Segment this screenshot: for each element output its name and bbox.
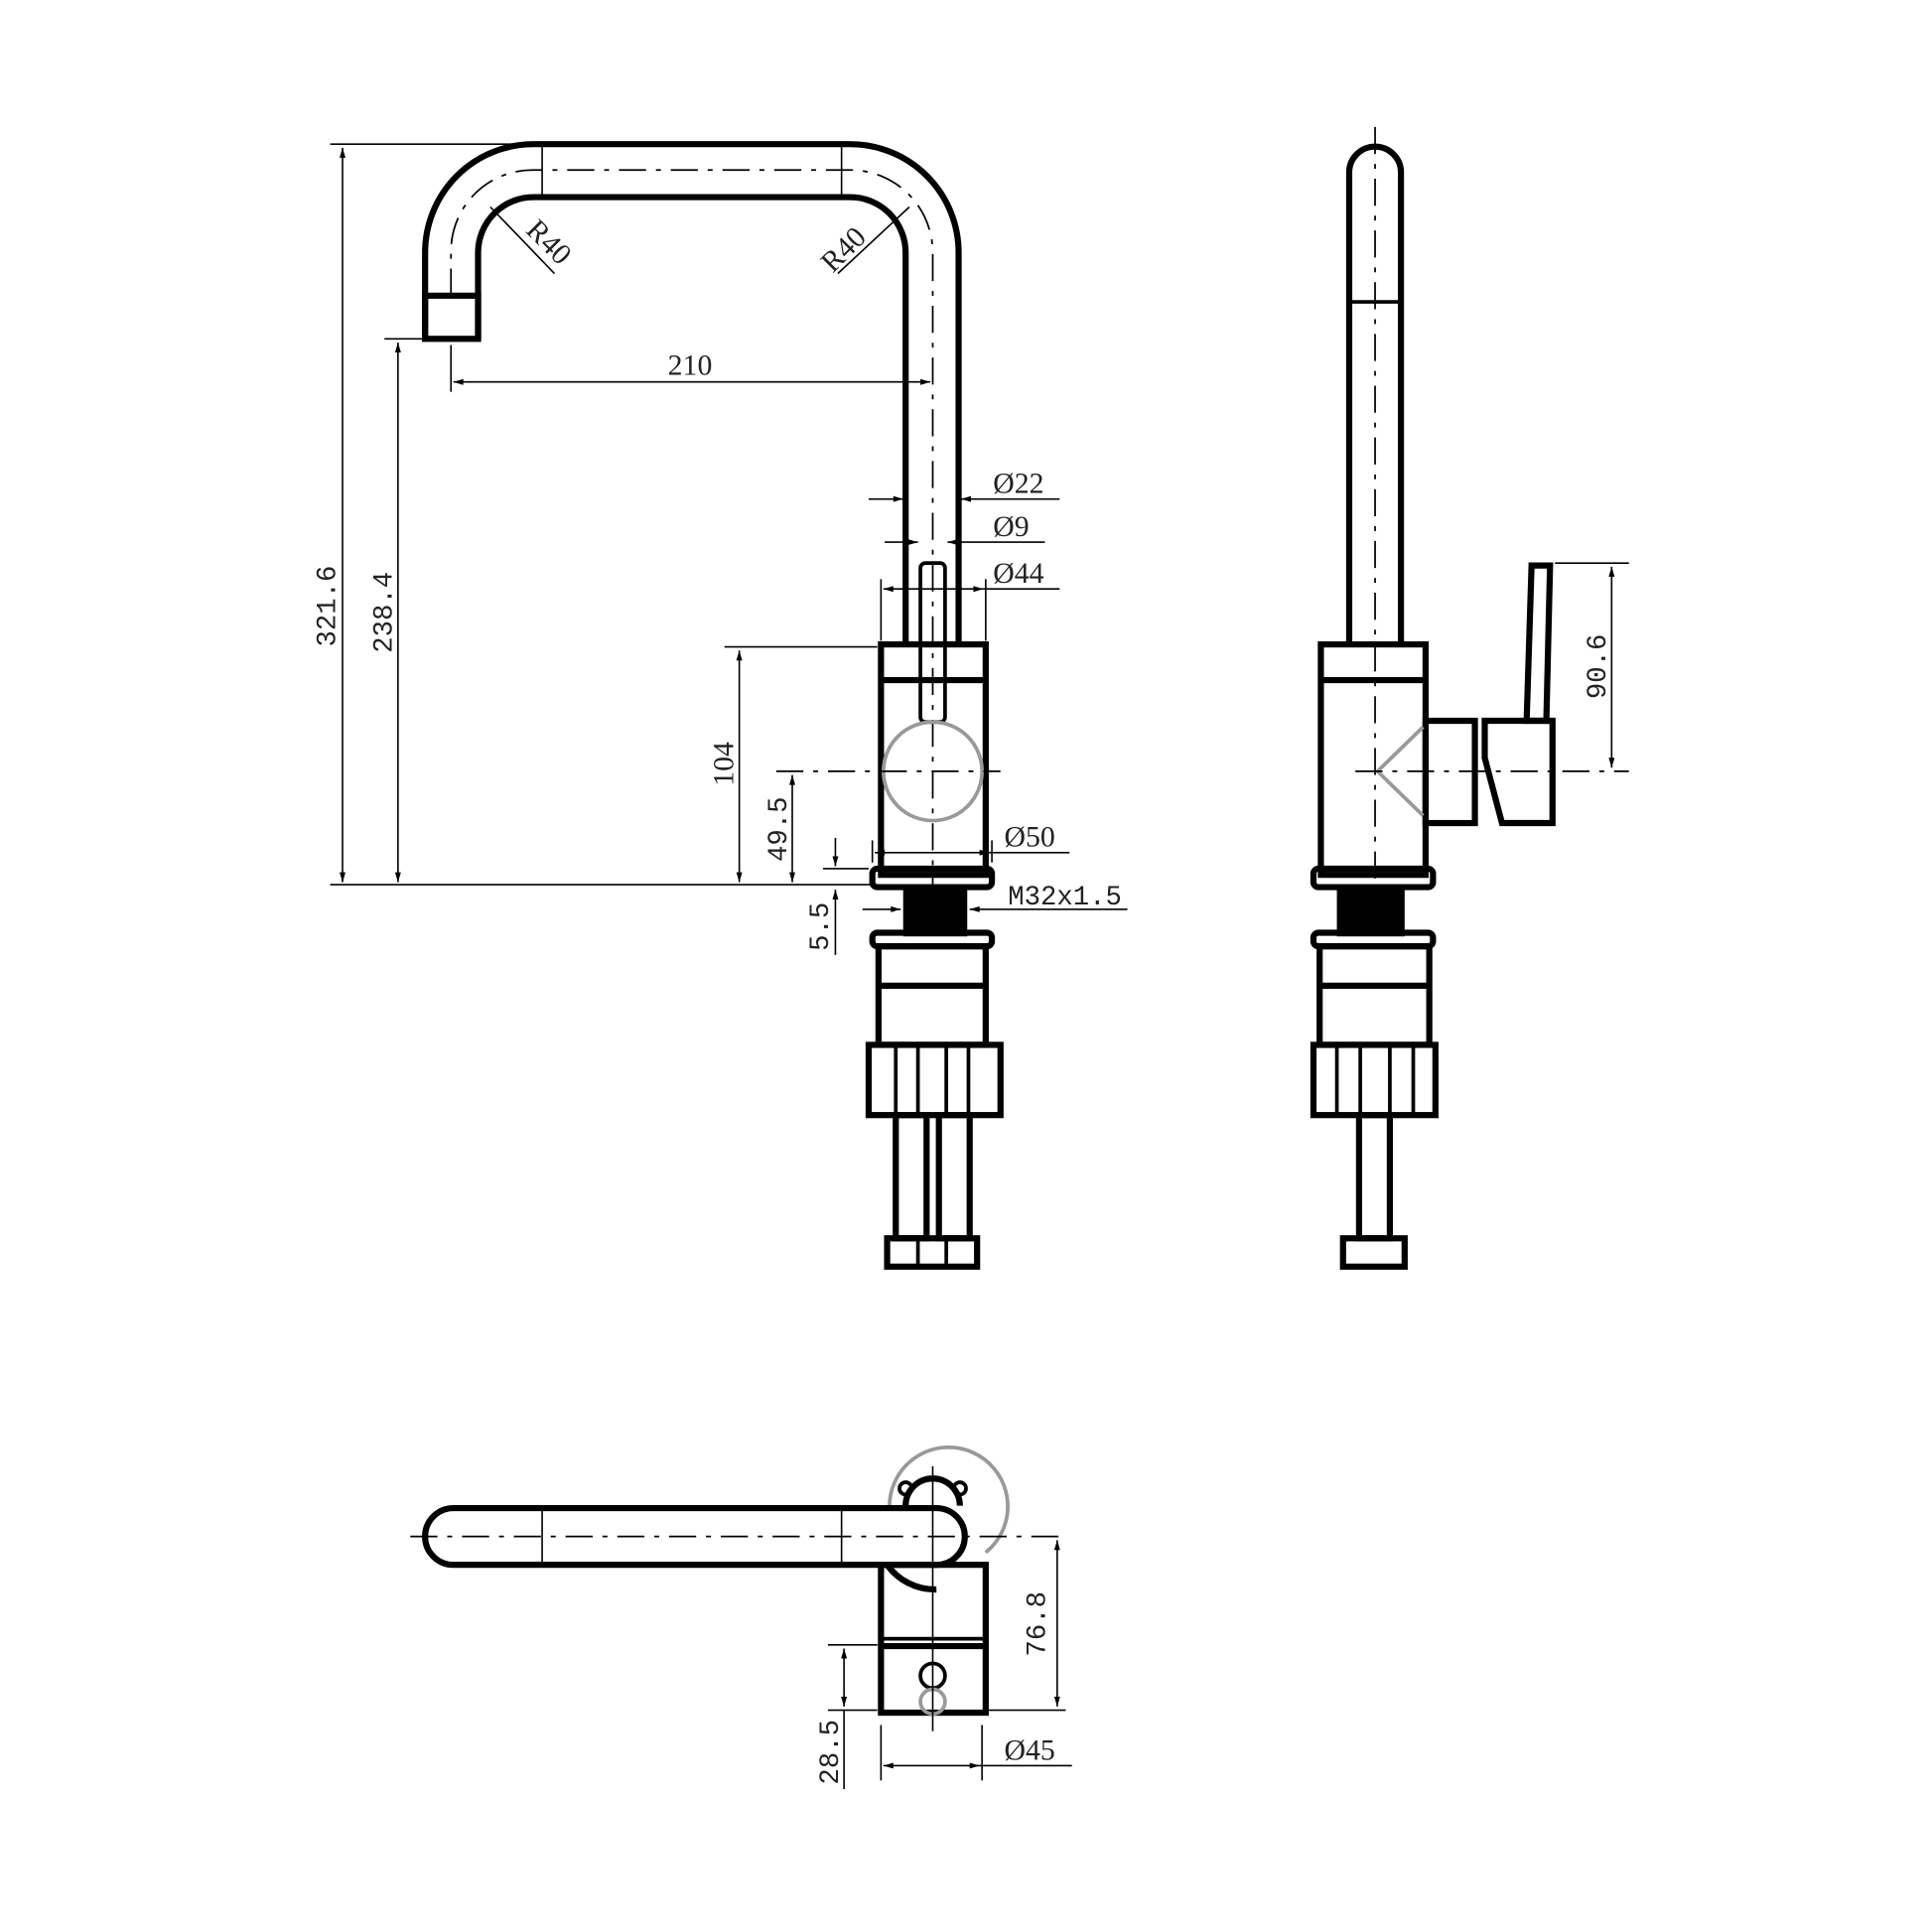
dim-base-diameter: Ø45 xyxy=(1004,1733,1054,1766)
dim-spout-diameter: Ø22 xyxy=(993,467,1043,499)
dim-thread: M32x1.5 xyxy=(1008,883,1122,913)
dim-body-depth: 76.8 xyxy=(1023,1591,1053,1657)
dim-spout-outlet-height: 238.4 xyxy=(370,572,401,653)
dim-lever-diameter: Ø9 xyxy=(993,510,1029,543)
body xyxy=(775,561,1001,879)
dim-bend-radius-right: R40 xyxy=(814,220,872,278)
dim-lever-height: 90.6 xyxy=(1584,634,1614,700)
dim-lever-axis-height: 49.5 xyxy=(764,796,795,862)
dim-spout-reach: 210 xyxy=(668,348,713,381)
dim-bend-radius-left: R40 xyxy=(520,213,578,271)
dim-overall-height: 321.6 xyxy=(314,566,345,647)
mounting-base xyxy=(865,865,1004,1270)
dim-body-height: 104 xyxy=(707,742,740,786)
dim-cap-diameter: Ø44 xyxy=(993,557,1043,590)
dimension-labels: 321.6 238.4 210 R40 R40 Ø22 Ø9 Ø44 104 4… xyxy=(314,213,1122,951)
front-view: 321.6 238.4 210 R40 R40 Ø22 Ø9 Ø44 104 4… xyxy=(314,141,1128,1270)
spout xyxy=(422,141,962,888)
dimension-lines xyxy=(330,143,1128,955)
dim-screw-offset: 28.5 xyxy=(816,1720,847,1785)
top-view: 76.8 28.5 Ø45 xyxy=(410,1445,1072,1790)
side-view: 90.6 xyxy=(1310,126,1629,1270)
dim-base-ring-height: 5.5 xyxy=(806,902,837,951)
dim-body-diameter: Ø50 xyxy=(1004,821,1054,854)
